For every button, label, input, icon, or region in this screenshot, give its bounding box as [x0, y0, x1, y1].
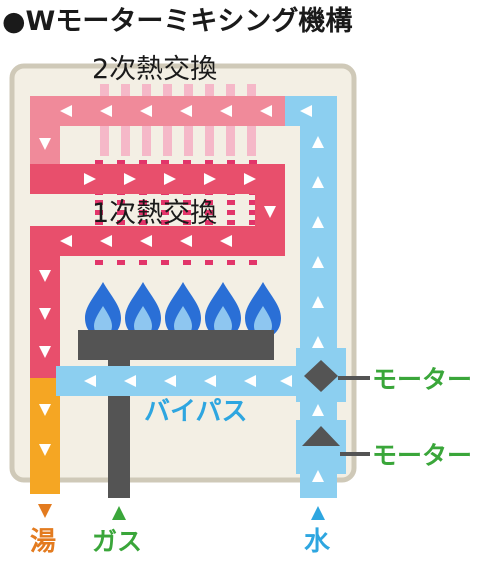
water-inlet-arrow: [311, 506, 325, 520]
primary-heat-exchanger-label: 1次熱交換: [92, 198, 217, 229]
flow-arrows: [39, 105, 324, 482]
hot-water-label: 湯: [30, 527, 56, 557]
motor-label-lower: モーター: [372, 441, 472, 470]
gas-inlet-arrow: [112, 506, 126, 520]
diagram-title: ●Wモーターミキシング機構: [2, 5, 352, 37]
burner-flames: [85, 282, 281, 338]
hot-water-outlet-arrow: [38, 504, 52, 518]
water-label: 水: [304, 527, 331, 557]
gas-label: ガス: [92, 527, 142, 556]
motor-valves: [296, 348, 370, 474]
flow-valve-triangle: [302, 426, 340, 446]
mixing-valve-diamond: [304, 360, 338, 392]
bypass-label: バイパス: [144, 397, 247, 427]
motor-label-upper: モーター: [372, 365, 472, 394]
secondary-heat-exchanger-label: 2次熱交換: [92, 54, 217, 85]
hot-water-pipe: [30, 96, 285, 494]
